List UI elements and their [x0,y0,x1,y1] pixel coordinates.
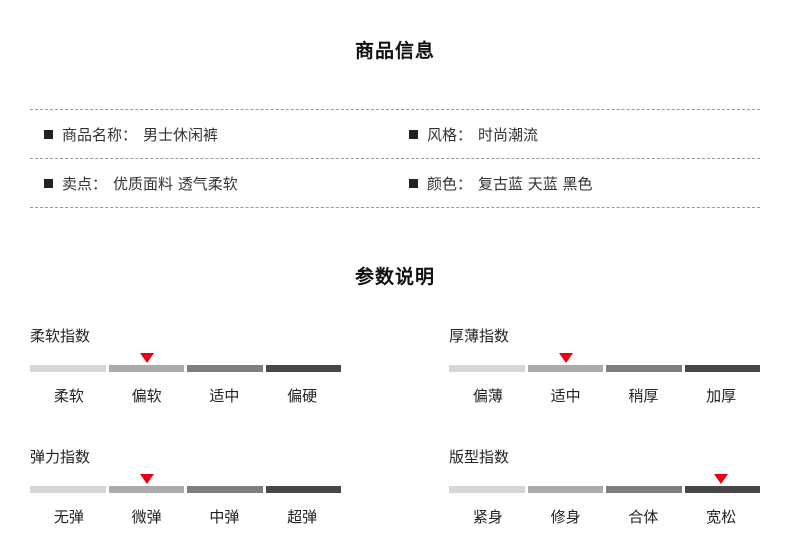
bar-segment [187,365,263,372]
level-bar [449,365,760,372]
bar-segment [108,365,184,372]
params-title: 参数说明 [354,266,435,288]
selling-point-value: 优质面料 透气柔软 [113,174,238,193]
bar-segment [108,486,184,493]
color-label: 颜色： [427,174,473,193]
level-label: 偏硬 [287,387,318,405]
bar-segment [684,365,760,372]
indicator-softness-name: 柔软指数 [30,327,91,345]
info-cell-product-name: 商品名称： 男士休闲裤 [30,124,395,145]
level-label: 修身 [550,508,581,526]
bar-segment [30,365,106,372]
product-name-value: 男士休闲裤 [143,125,219,144]
indicator-thickness-name: 厚薄指数 [449,327,510,345]
product-info-table: 商品名称： 男士休闲裤 风格： 时尚潮流 卖点： 优质面料 透气柔软 颜色： 复… [30,109,760,208]
bar-segment [527,365,603,372]
indicator-elasticity: 弹力指数 无弹 微弹 中弹 超弹 [30,446,341,527]
indicator-softness: 柔软指数 柔软 偏软 适中 偏硬 [30,325,341,406]
bar-segment [30,486,106,493]
style-value: 时尚潮流 [478,125,539,144]
level-label: 适中 [209,387,240,405]
level-marker-icon [714,474,729,484]
indicator-bar-area [30,352,341,372]
level-label: 稍厚 [628,387,659,405]
level-marker-icon [139,353,154,363]
square-bullet-icon [409,129,418,139]
bar-segment [449,486,525,493]
info-row-1: 商品名称： 男士休闲裤 风格： 时尚潮流 [30,110,760,159]
style-label: 风格： [427,125,473,144]
level-bar [30,486,341,493]
square-bullet-icon [44,129,53,139]
bar-segment [187,486,263,493]
bar-segment [527,486,603,493]
indicator-bar-area [449,352,760,372]
indicator-fit: 版型指数 紧身 修身 合体 宽松 [449,446,760,527]
selling-point-label: 卖点： [62,174,108,193]
bar-segment [684,486,760,493]
bar-segment [606,486,682,493]
level-labels: 偏薄 适中 稍厚 加厚 [449,385,760,406]
product-name-label: 商品名称： [62,125,138,144]
indicator-grid: 柔软指数 柔软 偏软 适中 偏硬 厚薄指数 [30,325,760,527]
level-label: 加厚 [706,387,737,405]
info-cell-color: 颜色： 复古蓝 天蓝 黑色 [395,173,760,194]
level-label: 超弹 [287,508,318,526]
level-label: 无弹 [53,508,84,526]
level-label: 柔软 [53,387,84,405]
color-value: 复古蓝 天蓝 黑色 [478,174,593,193]
level-bar [30,365,341,372]
level-label: 紧身 [472,508,503,526]
level-labels: 无弹 微弹 中弹 超弹 [30,506,341,527]
square-bullet-icon [44,178,53,188]
product-info-title: 商品信息 [354,40,435,62]
bar-segment [449,365,525,372]
bar-segment [265,486,341,493]
level-label: 中弹 [209,508,240,526]
info-row-2: 卖点： 优质面料 透气柔软 颜色： 复古蓝 天蓝 黑色 [30,159,760,208]
square-bullet-icon [409,178,418,188]
level-marker-icon [558,353,573,363]
level-bar [449,486,760,493]
level-label: 适中 [550,387,581,405]
indicator-bar-area [449,473,760,493]
bar-segment [265,365,341,372]
level-label: 微弹 [131,508,162,526]
info-cell-selling-point: 卖点： 优质面料 透气柔软 [30,173,395,194]
indicator-elasticity-name: 弹力指数 [30,448,91,466]
indicator-fit-name: 版型指数 [449,448,510,466]
level-marker-icon [139,474,154,484]
bar-segment [606,365,682,372]
level-label: 合体 [628,508,659,526]
indicator-thickness: 厚薄指数 偏薄 适中 稍厚 加厚 [449,325,760,406]
indicator-bar-area [30,473,341,493]
level-labels: 柔软 偏软 适中 偏硬 [30,385,341,406]
level-label: 偏薄 [472,387,503,405]
info-cell-style: 风格： 时尚潮流 [395,124,760,145]
level-labels: 紧身 修身 合体 宽松 [449,506,760,527]
level-label: 偏软 [131,387,162,405]
level-label: 宽松 [706,508,737,526]
